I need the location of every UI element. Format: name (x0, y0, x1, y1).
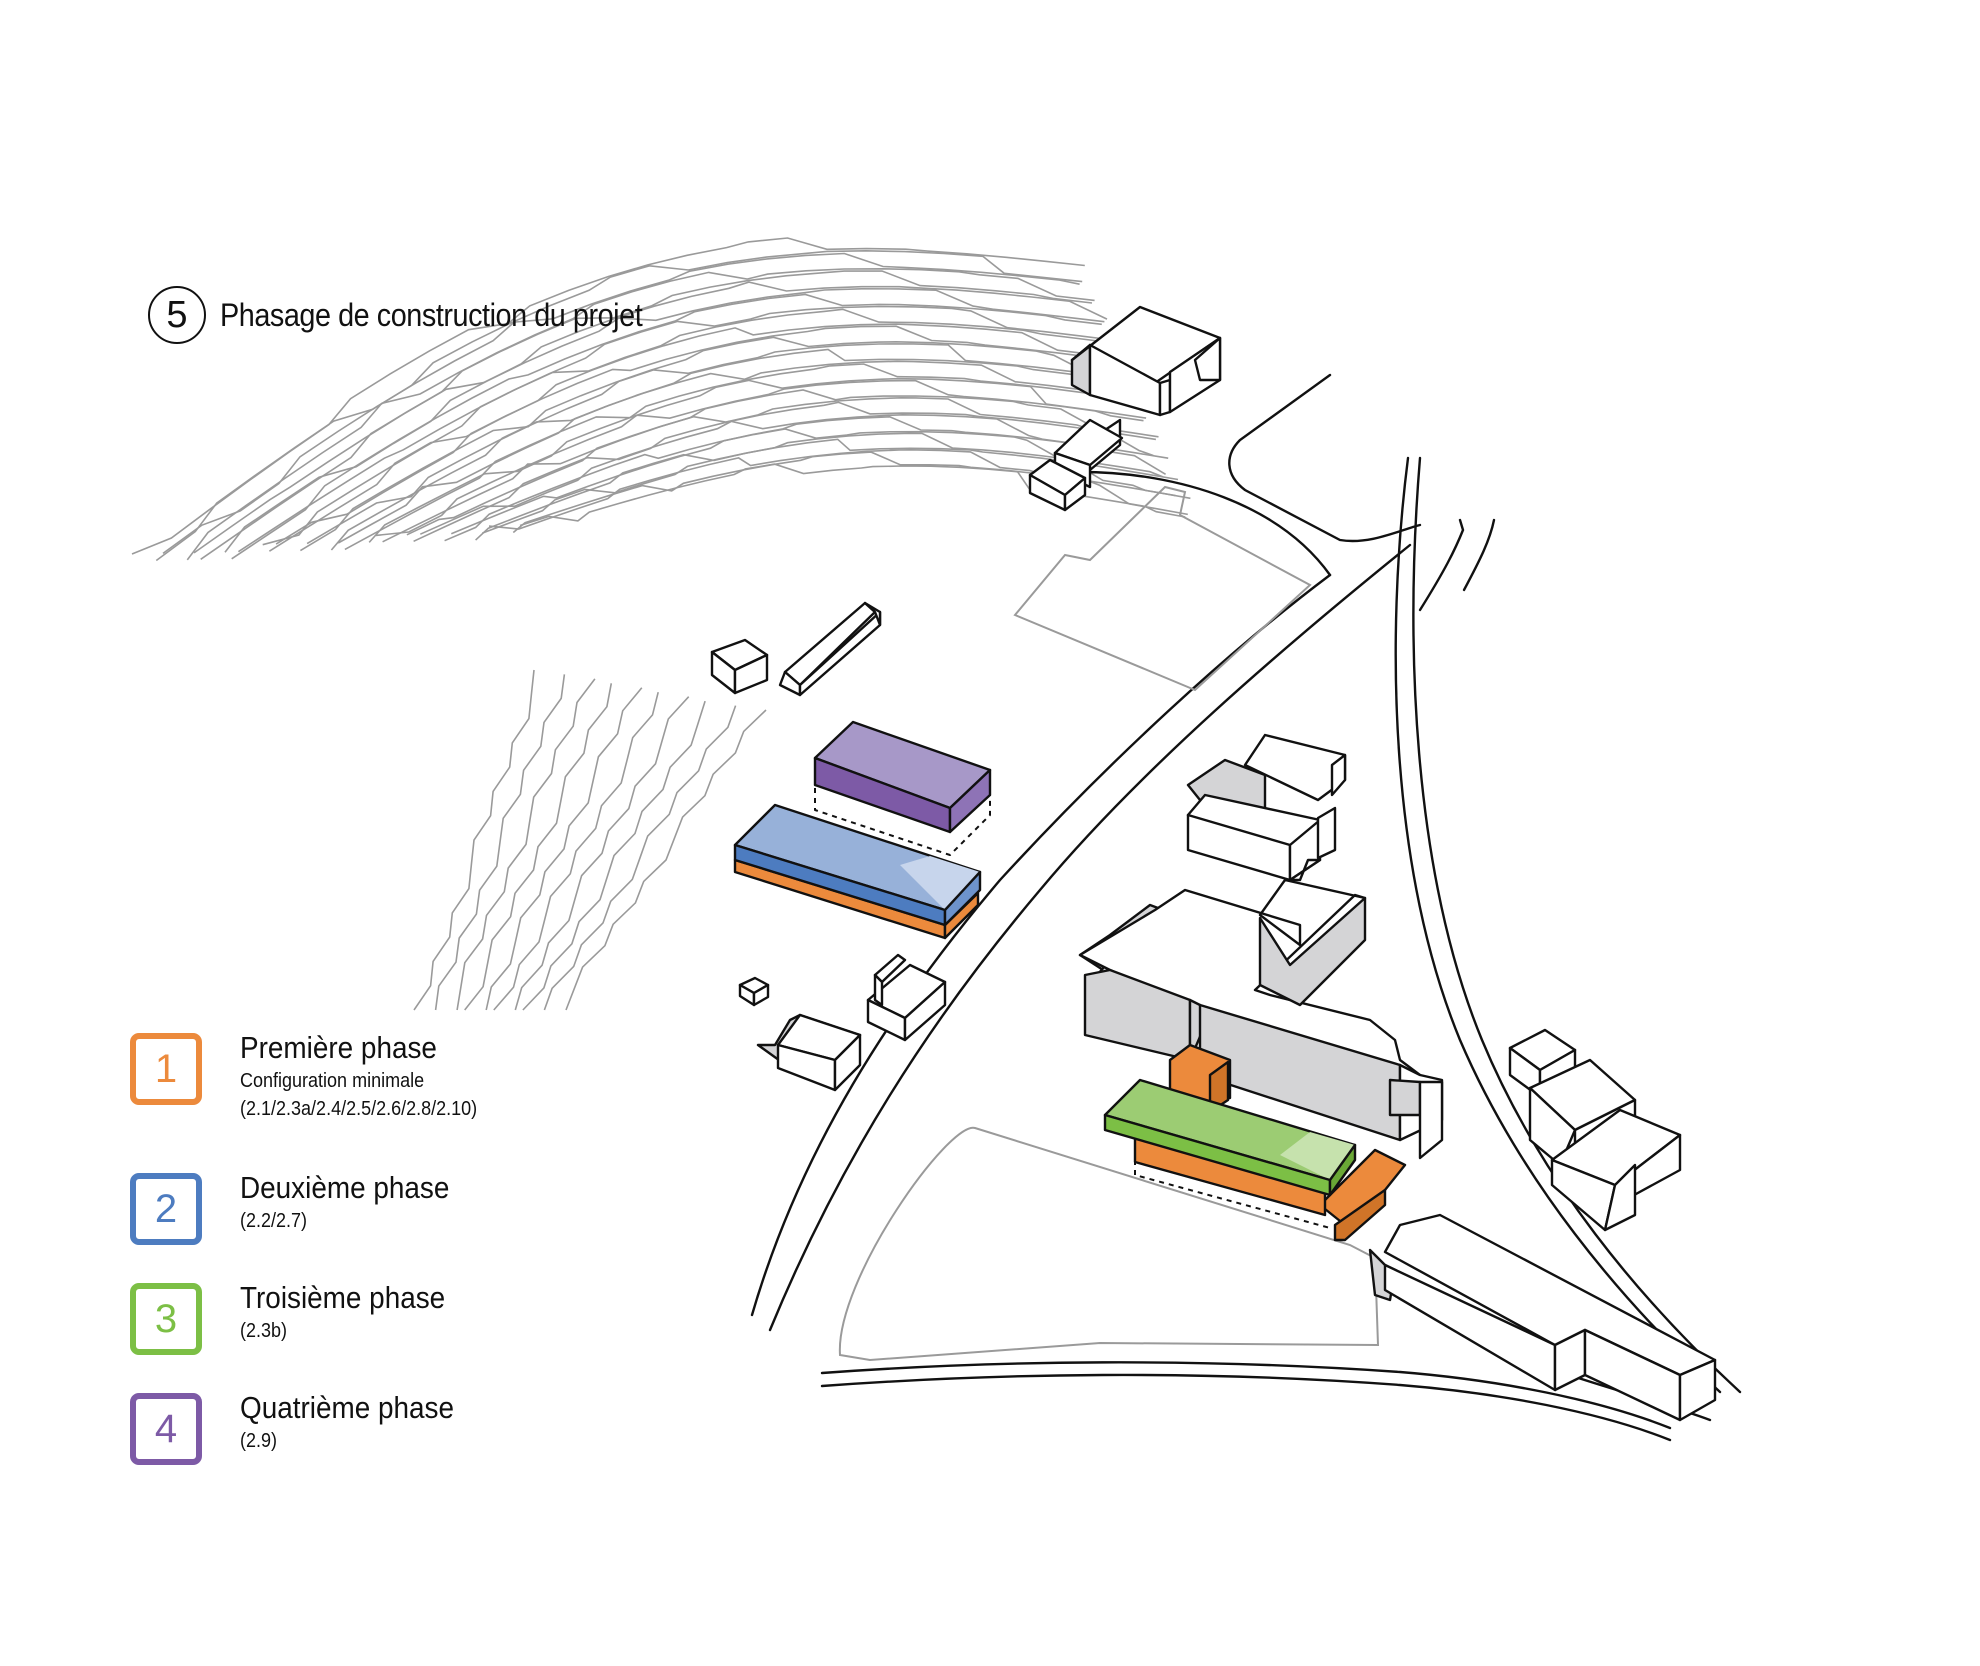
railway-spur-east (1462, 518, 1496, 592)
contour-line (413, 401, 1154, 543)
contour-line (444, 415, 1167, 542)
legend-number-box: 1 (130, 1033, 202, 1105)
parcel-south (838, 1126, 1380, 1362)
contour-line (275, 325, 1127, 545)
legend-number-box: 3 (130, 1283, 202, 1355)
contour-line (193, 270, 1093, 554)
legend-reference: (2.1/2.3a/2.4/2.5/2.6/2.8/2.10) (240, 1098, 478, 1120)
railway-line-b (1412, 456, 1742, 1394)
building-east-cluster (1508, 1028, 1682, 1232)
phase-2-east-face (943, 870, 982, 927)
existing-buildings (710, 305, 1717, 1422)
phase-4-future-footprint (814, 788, 991, 856)
building-gable-west (778, 601, 882, 697)
legend-subtitle: Configuration minimale (240, 1070, 425, 1092)
topographic-contour-lines (131, 237, 1191, 1011)
diagram-title: 5 Phasage de construction du projet (148, 282, 689, 348)
access-road-west (1078, 470, 1332, 577)
contour-line (485, 687, 643, 1011)
contour-line (231, 293, 1102, 560)
parcel-north (1013, 485, 1312, 692)
contour-line (543, 705, 737, 1011)
contour-line (522, 700, 706, 1011)
building-cluster-east (1186, 733, 1347, 882)
legend-title: Troisième phase (240, 1280, 446, 1315)
main-road-west-edge (750, 573, 1332, 1317)
contour-line (434, 674, 566, 1011)
legend-text: Première phase Configuration minimale (2… (240, 1029, 477, 1123)
legend-number-box: 2 (130, 1173, 202, 1245)
contour-line (450, 428, 1164, 535)
phase-1-wing-east-face (1333, 1188, 1387, 1242)
building-west-gable (756, 1013, 862, 1092)
contour-line (368, 377, 1147, 543)
legend-title: Quatrième phase (240, 1390, 455, 1425)
building-south-long (1368, 1213, 1717, 1422)
contour-line (382, 389, 1159, 543)
contour-line (375, 379, 1144, 537)
main-road-east-edge (768, 543, 1412, 1332)
contour-line (155, 249, 1083, 562)
access-road-north (1228, 373, 1422, 543)
contour-line (514, 696, 690, 1011)
building-west-medium (866, 953, 947, 1042)
building-shed-west (710, 638, 769, 695)
page-title: Phasage de construction du projet (220, 296, 643, 333)
contour-line (330, 348, 1137, 551)
contour-line (406, 396, 1157, 536)
building-north-l-shape (1070, 305, 1222, 417)
phase-4-east-face (948, 768, 992, 834)
legend-text: Deuxième phase (2.2/2.7) (240, 1169, 449, 1235)
contour-line (413, 669, 535, 1011)
contour-line (262, 308, 1115, 546)
contour-line (162, 252, 1080, 555)
contour-line (306, 343, 1122, 545)
contour-line (419, 413, 1169, 535)
bottom-track-1 (820, 1361, 1672, 1430)
bottom-track-2 (820, 1373, 1672, 1442)
building-west-small (738, 976, 770, 1007)
phase-2-roof-highlight (900, 856, 980, 910)
railway-branch (1418, 518, 1465, 612)
parcel-outlines (838, 485, 1380, 1362)
legend-text: Troisième phase (2.3b) (240, 1279, 445, 1345)
contour-line (344, 363, 1149, 551)
contour-line (268, 323, 1112, 552)
contour-line (299, 336, 1125, 552)
legend-number-box: 4 (130, 1393, 202, 1465)
building-north-small-2 (1028, 458, 1087, 512)
legend-text: Quatrième phase (2.9) (240, 1389, 454, 1455)
legend-reference: (2.3b) (240, 1320, 288, 1342)
phase-4-building (813, 720, 992, 856)
contour-line (200, 281, 1108, 560)
legend-reference: (2.2/2.7) (240, 1210, 308, 1232)
phase-1-and-3-buildings (1103, 1043, 1407, 1242)
phase-3-roof-highlight (1280, 1132, 1355, 1180)
phase-2-building (733, 803, 982, 940)
figure-number-circle: 5 (148, 286, 206, 344)
contour-line (186, 267, 1095, 561)
contour-line (237, 305, 1117, 553)
contour-line (464, 683, 613, 1011)
phase-1-footprint-dashed (1134, 1160, 1331, 1229)
building-north-small-1 (1053, 418, 1124, 489)
phase-3-east-face (1328, 1143, 1357, 1197)
railway-line-a (1394, 456, 1722, 1394)
contour-line (456, 678, 596, 1011)
legend-reference: (2.9) (240, 1430, 278, 1452)
contour-line (493, 692, 659, 1011)
phase-1-wing-north-face (1208, 1060, 1230, 1114)
building-hospital-main (1078, 878, 1444, 1160)
contour-line (337, 360, 1134, 544)
legend-title: Deuxième phase (240, 1170, 450, 1205)
contour-line (565, 709, 767, 1011)
legend-title: Première phase (240, 1030, 437, 1065)
